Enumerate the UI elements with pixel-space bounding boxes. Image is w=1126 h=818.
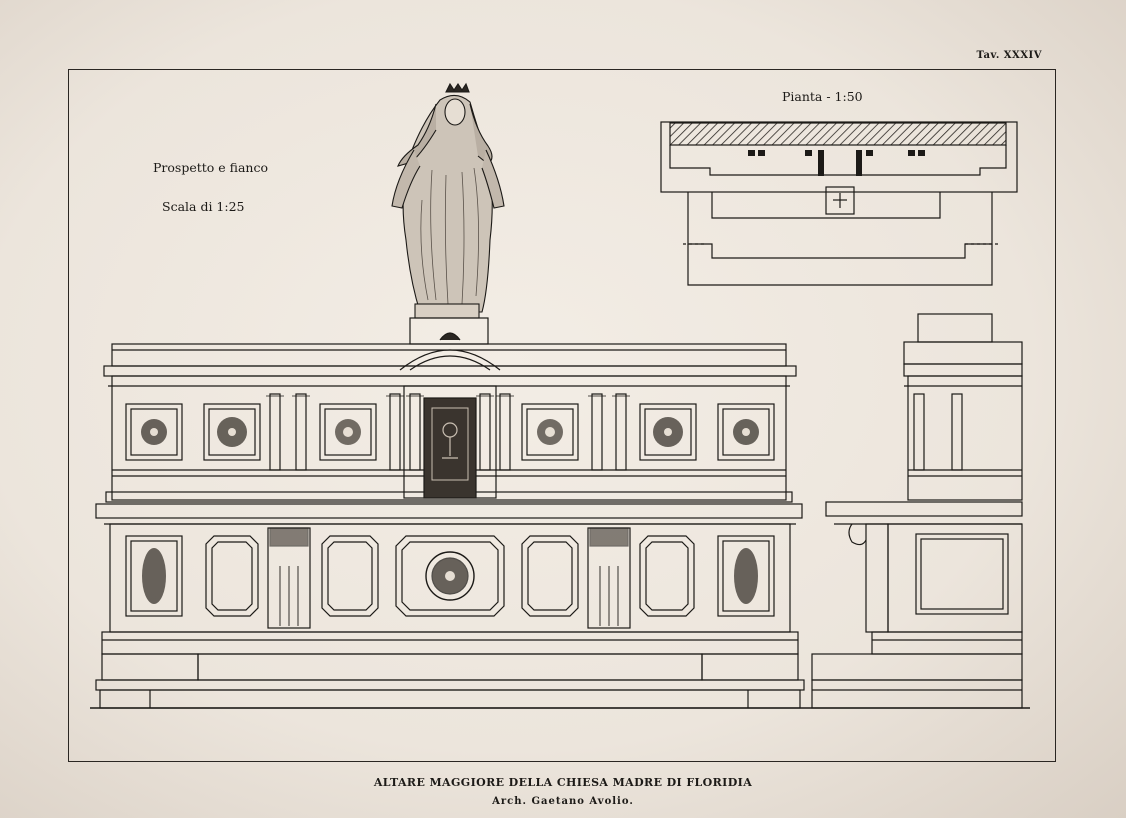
upper-cornice: [111, 343, 787, 367]
side-mensa-cornice: [825, 501, 1023, 517]
plan-columns: [748, 150, 925, 176]
plate-border: [68, 69, 1056, 762]
lower-step: [95, 679, 805, 691]
side-upper-cornice: [903, 341, 1023, 365]
upper-cornice-moulding: [103, 365, 797, 377]
plan-tabernacle-square: [825, 186, 855, 215]
gradino-columns: [266, 393, 630, 471]
statue-face: [444, 98, 466, 126]
statue-pedestal: [409, 317, 489, 345]
plate-number: Tav. XXXIV: [976, 50, 1042, 61]
elevation-scale-label: Scala di 1:25: [162, 199, 245, 214]
elevation-label: Prospetto e fianco: [153, 160, 269, 175]
front-elevation: [95, 317, 805, 709]
side-statue-pedestal: [917, 313, 993, 343]
statue-veil-left: [397, 103, 437, 167]
side-predella: [811, 653, 1023, 681]
side-gradino: [907, 375, 1023, 501]
statue-arm-right: [481, 149, 505, 209]
tabernacle-pediment: [399, 349, 501, 371]
side-column-2: [951, 393, 963, 471]
tabernacle-door-panel: [431, 407, 469, 481]
side-base: [811, 679, 1023, 709]
base-step: [99, 689, 801, 709]
side-panel-inner: [920, 538, 1004, 610]
side-column-1: [913, 393, 925, 471]
mensa-panels: [125, 535, 775, 617]
plate-title: ALTARE MAGGIORE DELLA CHIESA MADRE DI FL…: [373, 776, 753, 789]
architect-credit: Arch. Gaetano Avolio.: [492, 796, 634, 807]
mensa-pilasters: [267, 527, 631, 629]
plan-inner-step: [711, 192, 941, 219]
plan-outer-outline: [660, 121, 1018, 193]
statue-crown: [445, 82, 470, 93]
predella-step: [197, 653, 703, 681]
plan-label: Pianta - 1:50: [782, 89, 863, 104]
gradino-zone: [111, 375, 787, 501]
madonna-statue: [391, 82, 505, 319]
side-mensa-body: [887, 523, 1023, 633]
mensa-cornice: [95, 503, 803, 519]
gradino-rosette-centers: [150, 427, 750, 437]
plan-wall-hatch: [669, 122, 1007, 146]
side-panel-outer: [915, 533, 1009, 615]
side-plinth: [871, 631, 1023, 655]
side-volute: [848, 523, 867, 546]
plan-predella: [687, 244, 993, 286]
mensa-plinth: [101, 631, 799, 655]
plan-step-line: [669, 145, 1007, 176]
statue-arm-left: [391, 149, 421, 209]
statue-base: [414, 303, 480, 319]
statue-drapery: [420, 167, 479, 305]
mensa-medallion: [425, 551, 475, 601]
side-elevation: [811, 313, 1023, 709]
gradino-panels: [125, 403, 775, 461]
side-pilaster: [865, 523, 889, 633]
chalice-stem: [442, 437, 458, 459]
plan-view: [660, 121, 1018, 286]
tabernacle-crest: [439, 332, 461, 341]
statue-body: [402, 94, 493, 313]
mensa-side-ornaments: [142, 548, 758, 604]
